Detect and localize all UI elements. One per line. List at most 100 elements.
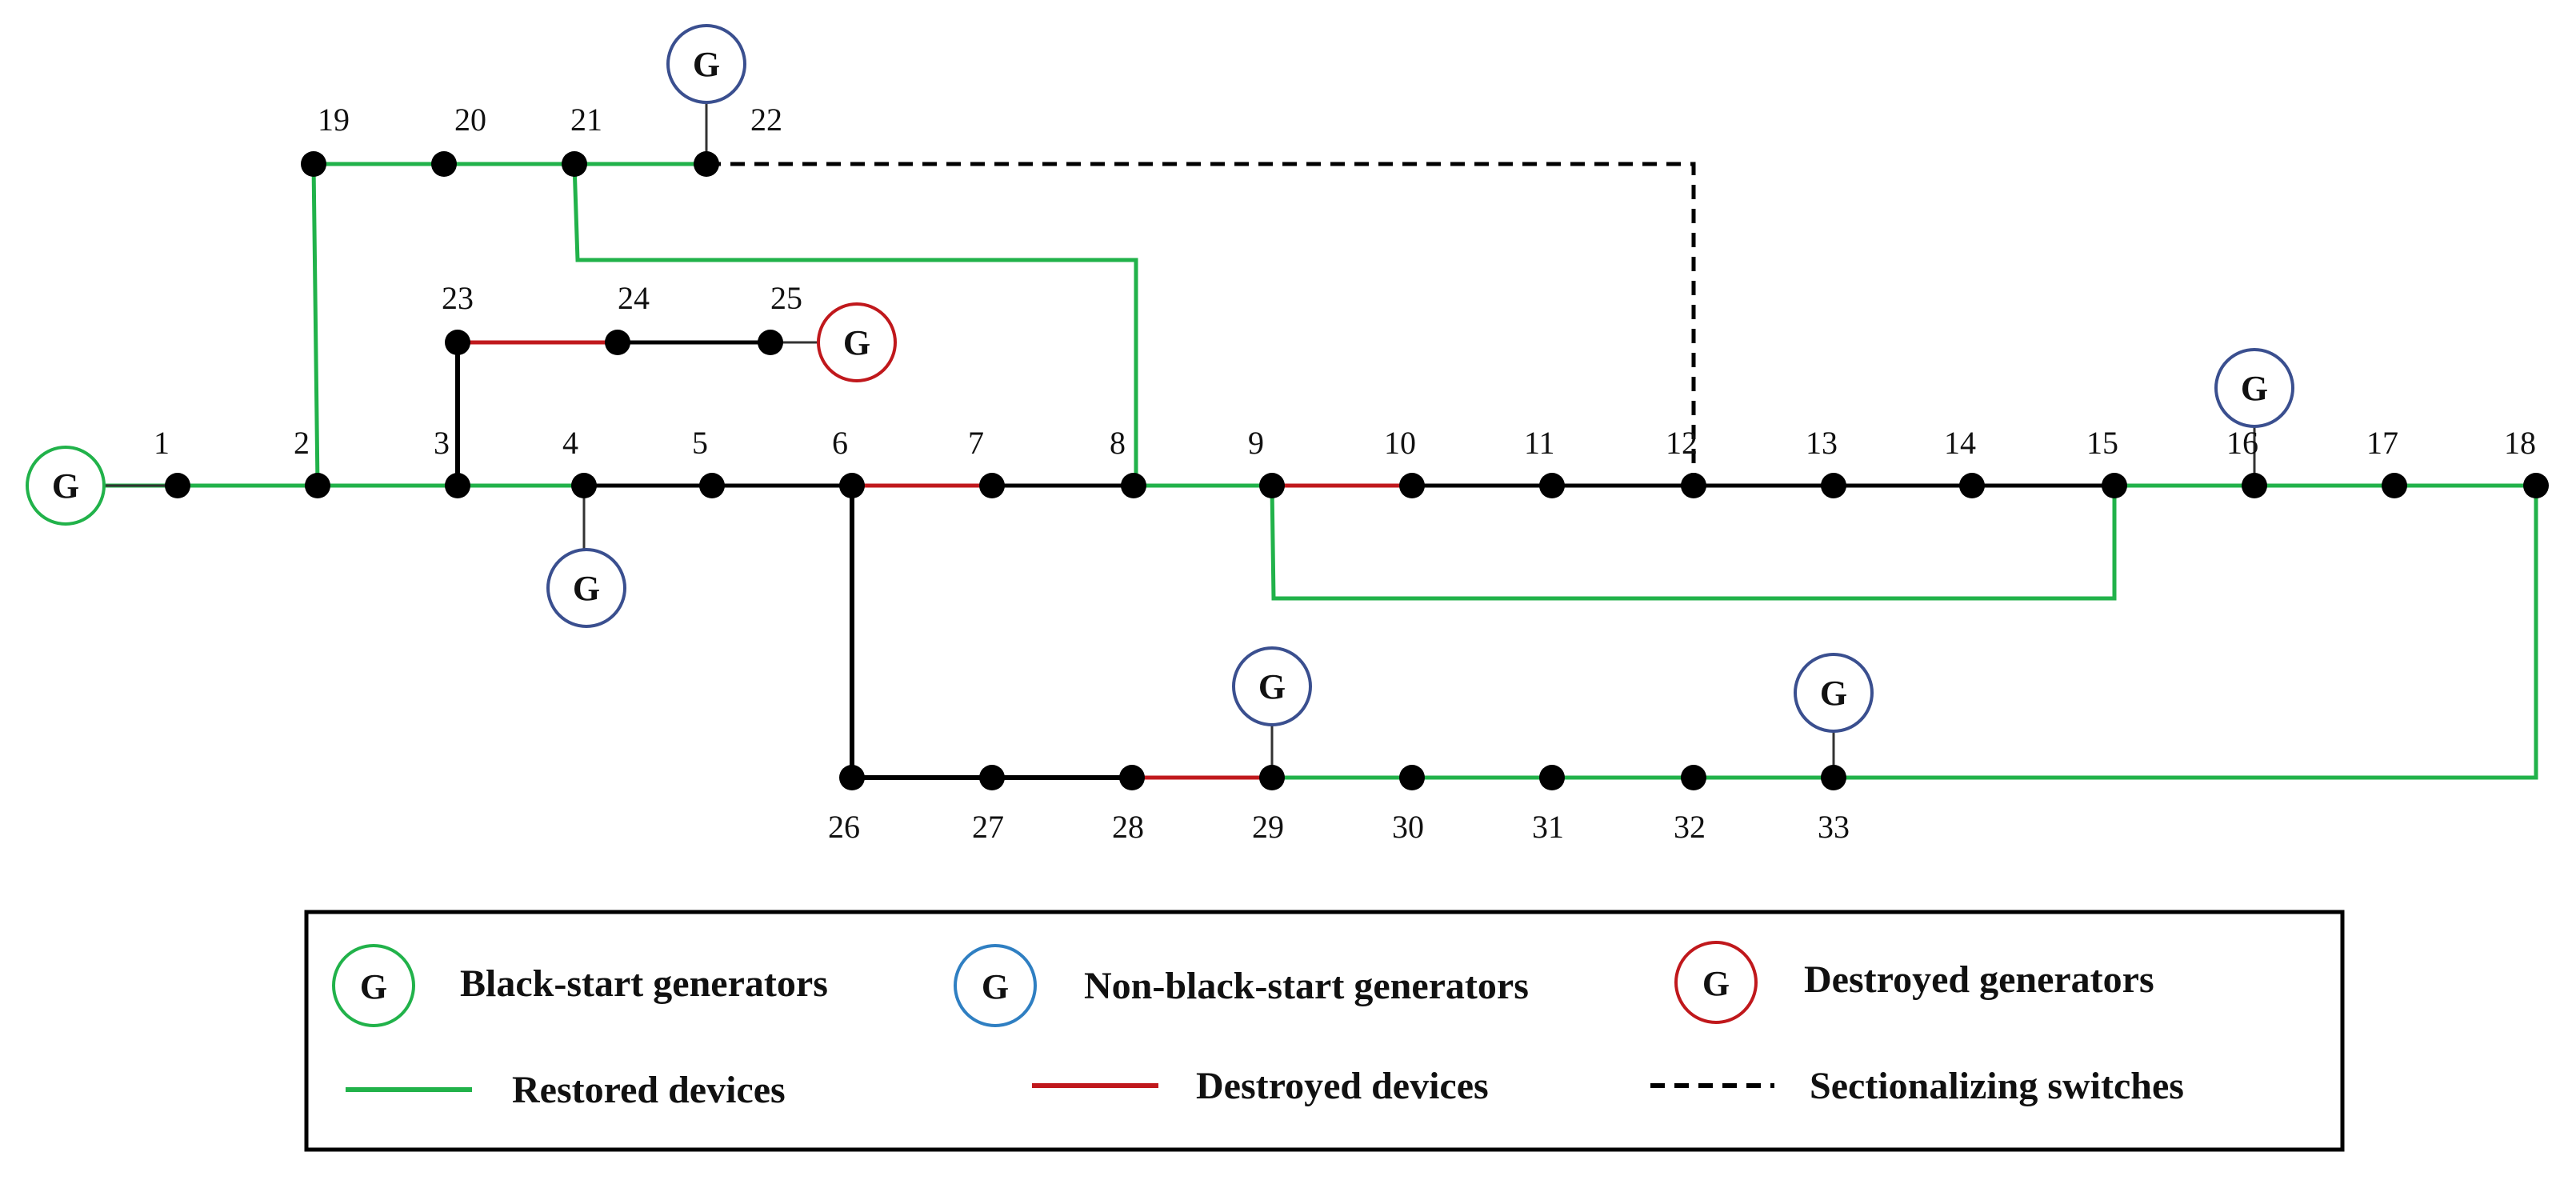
legend-box [304,910,2345,1152]
node-21 [562,151,587,177]
node-label-17: 17 [2366,425,2398,461]
generators: G G G G G G G [26,24,2294,733]
legend-destroyed-generators-label: Destroyed generators [1804,958,2154,1001]
network-nodes [165,151,2549,790]
node-18 [2523,473,2549,498]
node-27 [979,765,1005,790]
generator-black-start-1: G [26,446,106,526]
generator-33: G [1794,653,1874,733]
generator-destroyed-25: G [817,302,897,382]
generator-33-symbol: G [1820,674,1847,713]
generator-16-symbol: G [2241,369,2268,408]
node-1 [165,473,190,498]
node-32 [1681,765,1706,790]
node-31 [1539,765,1565,790]
generator-29-symbol: G [1258,667,1286,706]
node-13 [1821,473,1846,498]
generator-16: G [2214,348,2294,428]
legend-non-black-start-symbol: G [982,967,1009,1006]
node-label-11: 11 [1524,425,1555,461]
legend-destroyed-devices: Destroyed devices [1032,1065,1489,1107]
generator-16-circle [2214,348,2294,428]
node-15 [2102,473,2127,498]
node-label-20: 20 [454,102,486,138]
legend-non-black-start: G Non-black-start generators [954,944,1529,1027]
node-label-15: 15 [2086,425,2118,461]
node-23 [445,330,470,355]
sectionalizing-switch-22-12 [706,162,1696,486]
legend-destroyed-devices-label: Destroyed devices [1196,1065,1489,1107]
generator-22-symbol: G [693,45,720,84]
node-label-2: 2 [294,425,310,461]
generator-connectors [104,102,2256,778]
node-11 [1539,473,1565,498]
node-label-4: 4 [562,425,578,461]
generator-4-circle [546,548,626,628]
node-8 [1121,473,1146,498]
node-label-7: 7 [968,425,984,461]
node-label-21: 21 [570,102,602,138]
node-20 [431,151,457,177]
node-22 [694,151,719,177]
node-label-33: 33 [1818,809,1850,845]
node-28 [1119,765,1145,790]
line-29-18 [1272,486,2538,780]
node-label-18: 18 [2504,425,2536,461]
generator-black-start-1-symbol: G [52,466,79,506]
node-label-8: 8 [1110,425,1126,461]
generator-black-start-1-circle [26,446,106,526]
node-label-30: 30 [1392,809,1424,845]
generator-22: G [666,24,746,104]
generator-33-circle [1794,653,1874,733]
node-label-19: 19 [318,102,350,138]
node-label-5: 5 [692,425,708,461]
node-label-12: 12 [1666,425,1698,461]
node-10 [1399,473,1425,498]
node-6 [839,473,865,498]
non-black-start-generator-icon [954,944,1037,1027]
node-29 [1259,765,1285,790]
node-33 [1821,765,1846,790]
node-25 [758,330,783,355]
generator-29: G [1232,646,1312,726]
generator-29-circle [1232,646,1312,726]
node-label-3: 3 [434,425,450,461]
legend-sectionalizing-switches-label: Sectionalizing switches [1810,1065,2184,1107]
node-label-28: 28 [1112,809,1144,845]
generator-4-symbol: G [573,569,600,608]
node-4 [571,473,597,498]
legend: G Black-start generators G Non-black-sta… [304,910,2345,1152]
network-lines [104,162,2538,780]
line-2-19 [311,163,320,486]
node-label-16: 16 [2226,425,2258,461]
node-30 [1399,765,1425,790]
node-label-13: 13 [1806,425,1838,461]
node-2 [305,473,330,498]
node-label-26: 26 [828,809,860,845]
node-5 [699,473,725,498]
legend-black-start-symbol: G [360,967,387,1006]
node-label-6: 6 [832,425,848,461]
node-14 [1959,473,1985,498]
node-label-23: 23 [442,280,474,316]
legend-destroyed-generators: G Destroyed generators [1674,941,2154,1024]
node-label-10: 10 [1384,425,1416,461]
node-12 [1681,473,1706,498]
legend-black-start-label: Black-start generators [460,962,828,1005]
legend-restored-devices: Restored devices [346,1069,786,1111]
node-label-1: 1 [154,425,170,461]
node-17 [2382,473,2407,498]
node-label-25: 25 [770,280,802,316]
node-label-14: 14 [1944,425,1976,461]
node-3 [445,473,470,498]
destroyed-generator-icon [1674,941,1758,1024]
node-26 [839,765,865,790]
generator-destroyed-25-circle [817,302,897,382]
black-start-generator-icon [332,944,415,1027]
node-label-32: 32 [1674,809,1706,845]
generator-22-circle [666,24,746,104]
legend-restored-devices-label: Restored devices [512,1069,786,1111]
node-label-31: 31 [1532,809,1564,845]
node-label-24: 24 [618,280,650,316]
